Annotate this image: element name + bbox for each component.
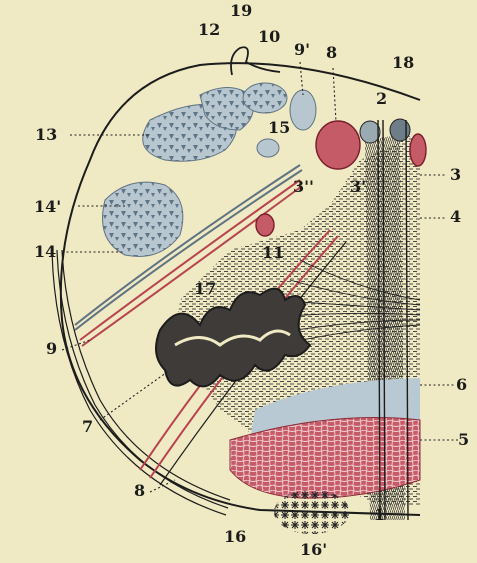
label-13: 13 <box>35 125 57 144</box>
label-10: 10 <box>258 27 280 46</box>
label-3-double-prime: 3'' <box>293 177 314 196</box>
label-16: 16 <box>224 527 246 546</box>
label-18: 18 <box>392 53 414 72</box>
label-1: 1 <box>374 505 385 524</box>
label-2: 2 <box>376 89 387 108</box>
label-8-top: 8 <box>326 43 337 62</box>
process-19 <box>231 47 280 75</box>
label-4: 4 <box>450 207 461 226</box>
label-17: 17 <box>194 279 216 298</box>
label-19: 19 <box>230 1 252 20</box>
label-16-prime: 16' <box>300 540 327 559</box>
label-3: 3 <box>450 165 461 184</box>
label-12: 12 <box>198 20 220 39</box>
pyramid-16-prime <box>274 490 350 534</box>
label-15: 15 <box>268 118 290 137</box>
label-6: 6 <box>456 375 467 394</box>
label-9: 9 <box>46 339 57 358</box>
label-14-prime: 14' <box>34 197 61 216</box>
blue-nuclei <box>103 83 317 256</box>
label-8-bottom: 8 <box>134 481 145 500</box>
label-3-prime: 3' <box>350 177 366 196</box>
label-11: 11 <box>262 243 284 262</box>
label-5: 5 <box>458 430 469 449</box>
label-14: 14 <box>34 242 56 261</box>
label-9-prime: 9' <box>294 40 310 59</box>
label-7: 7 <box>82 417 93 436</box>
